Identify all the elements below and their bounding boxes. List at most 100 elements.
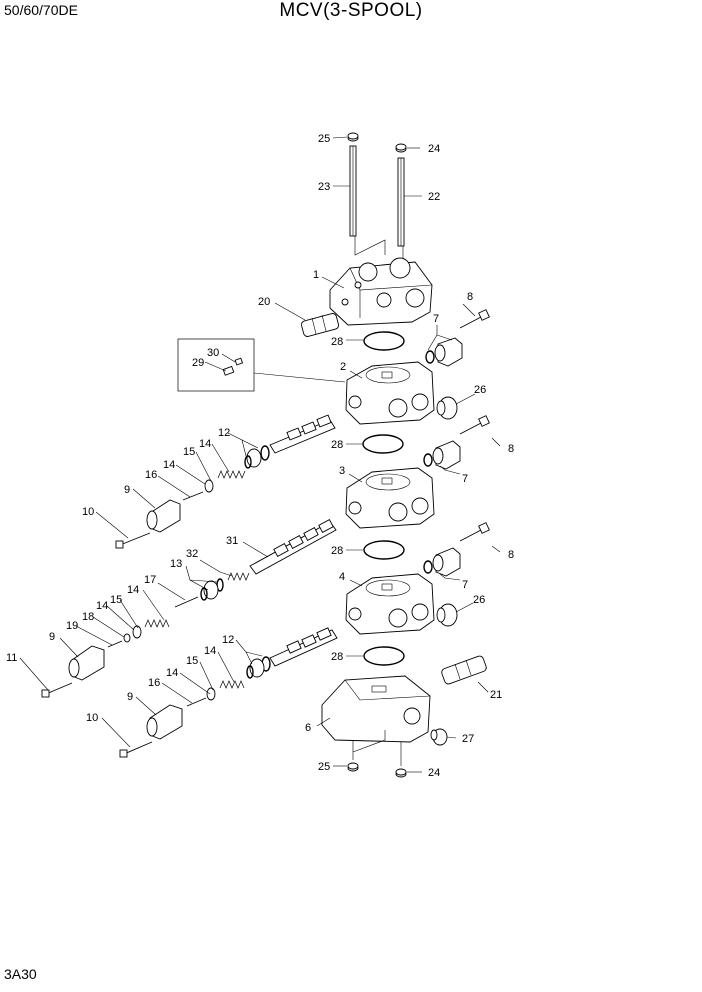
callout-26: 26 [474, 384, 486, 396]
part-23-tie-bolt [349, 145, 357, 237]
callout-21: 21 [490, 689, 502, 701]
part-7-fitting [423, 547, 461, 577]
callout-28: 28 [331, 439, 343, 451]
part-14-spring [219, 680, 245, 689]
part-12-seal-set [244, 445, 270, 469]
part-14-spring [217, 470, 246, 479]
part-8-bolt [459, 522, 490, 542]
leader-lines [19, 136, 501, 773]
callout-7: 7 [462, 473, 468, 485]
callout-4: 4 [339, 571, 345, 583]
part-27-plug [430, 728, 448, 746]
part-7-fitting [425, 337, 463, 367]
part-9-cap [146, 704, 183, 740]
callout-9: 9 [124, 484, 130, 496]
callout-15: 15 [110, 594, 122, 606]
callout-3: 3 [339, 465, 345, 477]
part-24-nut-bottom [395, 768, 407, 778]
callout-14: 14 [163, 459, 175, 471]
part-11-bolt [41, 682, 73, 698]
part-28-o-ring [363, 540, 405, 560]
inset-box-29-30 [177, 338, 346, 392]
callout-19: 19 [66, 620, 78, 632]
spool-lower [269, 627, 338, 667]
part-25-nut-top [347, 132, 359, 142]
part-12-seal-set [246, 656, 271, 679]
callout-30: 30 [207, 347, 219, 359]
part-28-o-ring [362, 434, 404, 454]
part-6-outlet-section [321, 675, 431, 743]
callout-8: 8 [467, 291, 473, 303]
callout-16: 16 [148, 677, 160, 689]
callout-31: 31 [226, 535, 238, 547]
part-14-retainer [204, 479, 214, 493]
callout-12: 12 [222, 634, 234, 646]
callout-6: 6 [305, 722, 311, 734]
part-3-work-section [345, 467, 435, 529]
part-8-bolt [459, 309, 490, 329]
callout-9: 9 [127, 691, 133, 703]
part-31-spool [249, 519, 337, 575]
part-1-inlet-section [329, 257, 433, 326]
callout-15: 15 [186, 655, 198, 667]
callout-24: 24 [428, 143, 440, 155]
part-17-shaft [174, 596, 199, 608]
part-16-bolt [186, 697, 207, 707]
callout-15: 15 [183, 446, 195, 458]
callout-32: 32 [186, 548, 198, 560]
callout-25: 25 [318, 761, 330, 773]
part-19-bolt [107, 640, 123, 648]
callout-28: 28 [331, 336, 343, 348]
callout-7: 7 [462, 579, 468, 591]
part-10-bolt [119, 741, 153, 758]
part-25-nut-bottom [347, 762, 359, 772]
callout-14: 14 [204, 645, 216, 657]
part-24-nut-top [395, 143, 407, 153]
part-14-retainer [206, 687, 216, 701]
part-10-bolt [115, 532, 151, 549]
part-32-spring [227, 572, 250, 581]
spool-upper [269, 414, 336, 454]
part-20-relief-valve [300, 313, 340, 337]
callout-20: 20 [258, 296, 270, 308]
callout-14: 14 [96, 600, 108, 612]
callout-8: 8 [508, 443, 514, 455]
callout-25: 25 [318, 133, 330, 145]
part-22-tie-bolt [397, 157, 405, 247]
callout-2: 2 [340, 361, 346, 373]
part-4-work-section [345, 573, 435, 635]
callout-9: 9 [49, 631, 55, 643]
part-21-relief-valve [441, 655, 487, 685]
callout-8: 8 [508, 549, 514, 561]
callout-1: 1 [313, 269, 319, 281]
part-9-cap [146, 499, 181, 533]
callout-22: 22 [428, 191, 440, 203]
part-28-o-ring [363, 646, 405, 666]
callout-labels: 25 24 23 22 1 20 8 7 28 30 29 2 26 12 14… [6, 133, 514, 779]
part-26-plug [436, 396, 458, 420]
part-13-seal-set [200, 578, 224, 601]
callout-18: 18 [82, 611, 94, 623]
part-15-retainer [132, 625, 142, 639]
callout-12: 12 [218, 427, 230, 439]
callout-27: 27 [462, 733, 474, 745]
callout-17: 17 [144, 574, 156, 586]
callout-29: 29 [192, 357, 204, 369]
part-26-plug [436, 603, 458, 627]
callout-10: 10 [86, 712, 98, 724]
callout-28: 28 [331, 651, 343, 663]
model-code: 50/60/70DE [4, 2, 78, 18]
callout-10: 10 [82, 506, 94, 518]
callout-26: 26 [473, 594, 485, 606]
part-28-o-ring [363, 331, 405, 351]
callout-14: 14 [199, 438, 211, 450]
callout-16: 16 [145, 469, 157, 481]
part-14-spring [144, 619, 170, 628]
part-9-cap [68, 645, 105, 681]
callout-28: 28 [331, 545, 343, 557]
callout-23: 23 [318, 181, 330, 193]
callout-24: 24 [428, 767, 440, 779]
part-7-fitting [423, 440, 461, 470]
callout-7: 7 [433, 313, 439, 325]
